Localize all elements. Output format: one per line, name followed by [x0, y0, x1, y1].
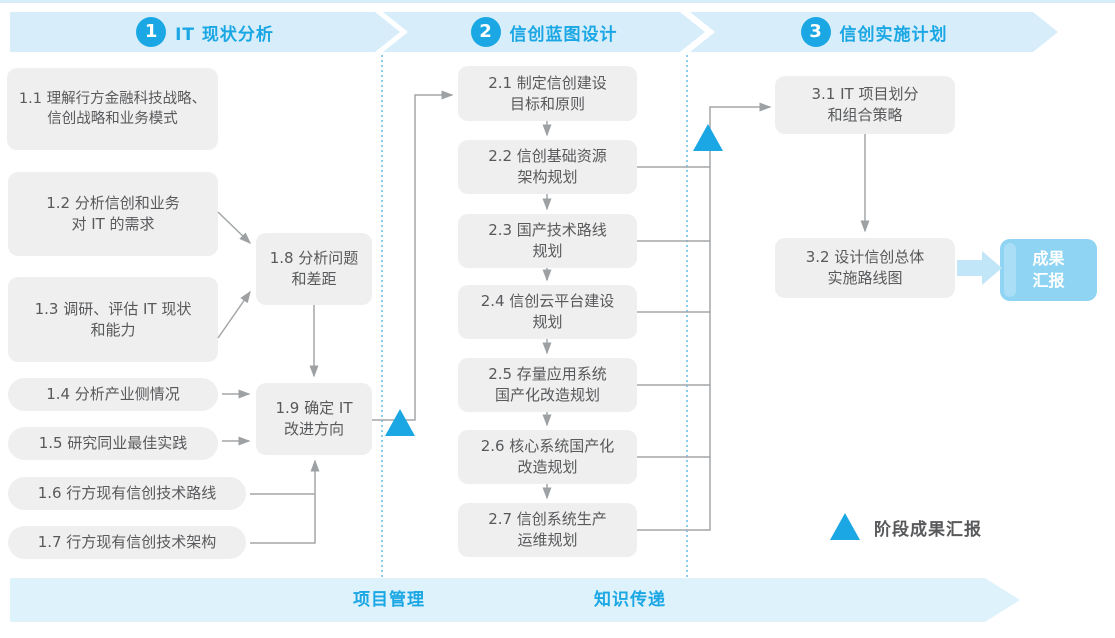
label-line: 2.4 信创云平台建设: [480, 292, 615, 311]
node-1-1: 1.1 理解行方金融科技战略、 信创战略和业务模式: [7, 68, 218, 150]
node-2-4: 2.4 信创云平台建设 规划: [458, 285, 637, 339]
label-line: 和组合策略: [827, 106, 903, 124]
label-line: 1.8 分析问题: [269, 249, 359, 268]
result-box-strip: [1004, 243, 1016, 297]
node-1-8: 1.8 分析问题 和差距: [256, 233, 372, 305]
phase-2-title: 信创蓝图设计: [509, 24, 618, 45]
label-line: 1.5 研究同业最佳实践: [38, 434, 188, 453]
label-line: 国产化改造规划: [494, 386, 600, 404]
label-line: 信创战略和业务模式: [47, 111, 178, 127]
phase-3-number-badge: 3: [800, 17, 831, 47]
label-line: 架构规划: [517, 168, 578, 186]
result-report-box: 成果 汇报: [1000, 239, 1097, 301]
label-line: 2.1 制定信创建设: [488, 73, 607, 92]
milestone-triangle-phase1-icon: [385, 409, 415, 436]
label-line: 1.9 确定 IT: [275, 399, 353, 418]
label-line: 实施路线图: [827, 269, 903, 287]
node-1-4: 1.4 分析产业侧情况: [8, 378, 218, 411]
label-line: 1.1 理解行方金融科技战略、: [18, 91, 207, 107]
label-line: 2.6 核心系统国产化: [480, 437, 615, 456]
bottom-banner: 项目管理 知识传递: [10, 578, 1020, 622]
legend-triangle-icon: [830, 513, 860, 540]
node-1-2: 1.2 分析信创和业务 对 IT 的需求: [8, 172, 218, 256]
node-1-5: 1.5 研究同业最佳实践: [8, 427, 218, 460]
phase-2-number-badge: 2: [470, 17, 501, 47]
label-line: 2.3 国产技术路线: [488, 221, 607, 240]
phase-banner-2: 2 信创蓝图设计: [383, 12, 705, 52]
bottom-label-knowledge-transfer: 知识传递: [594, 590, 666, 610]
label-line: 和能力: [90, 320, 136, 339]
milestone-triangle-phase2-icon: [693, 124, 723, 151]
label-line: 运维规划: [517, 531, 578, 549]
node-2-3: 2.3 国产技术路线 规划: [458, 214, 637, 268]
node-2-5: 2.5 存量应用系统 国产化改造规划: [458, 358, 637, 412]
label-line: 2.7 信创系统生产: [488, 510, 607, 529]
label-line: 3.1 IT 项目划分: [811, 85, 919, 104]
label-line: 1.2 分析信创和业务: [46, 194, 180, 213]
label-line: 汇报: [1032, 271, 1065, 290]
node-1-7: 1.7 行方现有信创技术架构: [8, 526, 246, 559]
node-3-2: 3.2 设计信创总体 实施路线图: [775, 238, 955, 298]
label-line: 目标和原则: [509, 94, 585, 113]
label-line: 2.2 信创基础资源: [488, 147, 607, 166]
phase-banner-1: 1 IT 现状分析: [10, 12, 400, 52]
node-3-1: 3.1 IT 项目划分 和组合策略: [775, 76, 955, 134]
phase-1-number-badge: 1: [136, 17, 167, 47]
bottom-label-project-management: 项目管理: [353, 590, 425, 610]
top-edge-strip: [0, 0, 1115, 3]
node-1-6: 1.6 行方现有信创技术路线: [8, 477, 246, 510]
phase-banner-3: 3 信创实施计划: [690, 12, 1058, 52]
label-line: 1.3 调研、评估 IT 现状: [34, 299, 192, 318]
label-line: 改造规划: [517, 458, 578, 476]
label-line: 对 IT 的需求: [71, 215, 155, 233]
label-line: 1.6 行方现有信创技术路线: [37, 484, 217, 503]
label-line: 规划: [532, 242, 563, 260]
legend-label: 阶段成果汇报: [874, 520, 982, 540]
label-line: 改进方向: [283, 420, 344, 438]
label-line: 成果: [1032, 249, 1065, 269]
result-fat-arrow: [957, 251, 1002, 285]
phase-1-title: IT 现状分析: [175, 24, 274, 45]
label-line: 2.5 存量应用系统: [488, 365, 607, 384]
node-1-3: 1.3 调研、评估 IT 现状 和能力: [8, 277, 218, 362]
node-2-1: 2.1 制定信创建设 目标和原则: [458, 66, 637, 121]
label-line: 规划: [532, 313, 563, 331]
label-line: 1.4 分析产业侧情况: [46, 385, 180, 404]
phase-3-title: 信创实施计划: [839, 24, 948, 45]
label-line: 1.7 行方现有信创技术架构: [37, 533, 217, 552]
node-1-9: 1.9 确定 IT 改进方向: [256, 383, 372, 455]
node-2-7: 2.7 信创系统生产 运维规划: [458, 503, 637, 557]
node-2-6: 2.6 核心系统国产化 改造规划: [458, 430, 637, 484]
node-2-2: 2.2 信创基础资源 架构规划: [458, 140, 637, 194]
label-line: 3.2 设计信创总体: [805, 248, 925, 267]
label-line: 和差距: [291, 270, 337, 288]
